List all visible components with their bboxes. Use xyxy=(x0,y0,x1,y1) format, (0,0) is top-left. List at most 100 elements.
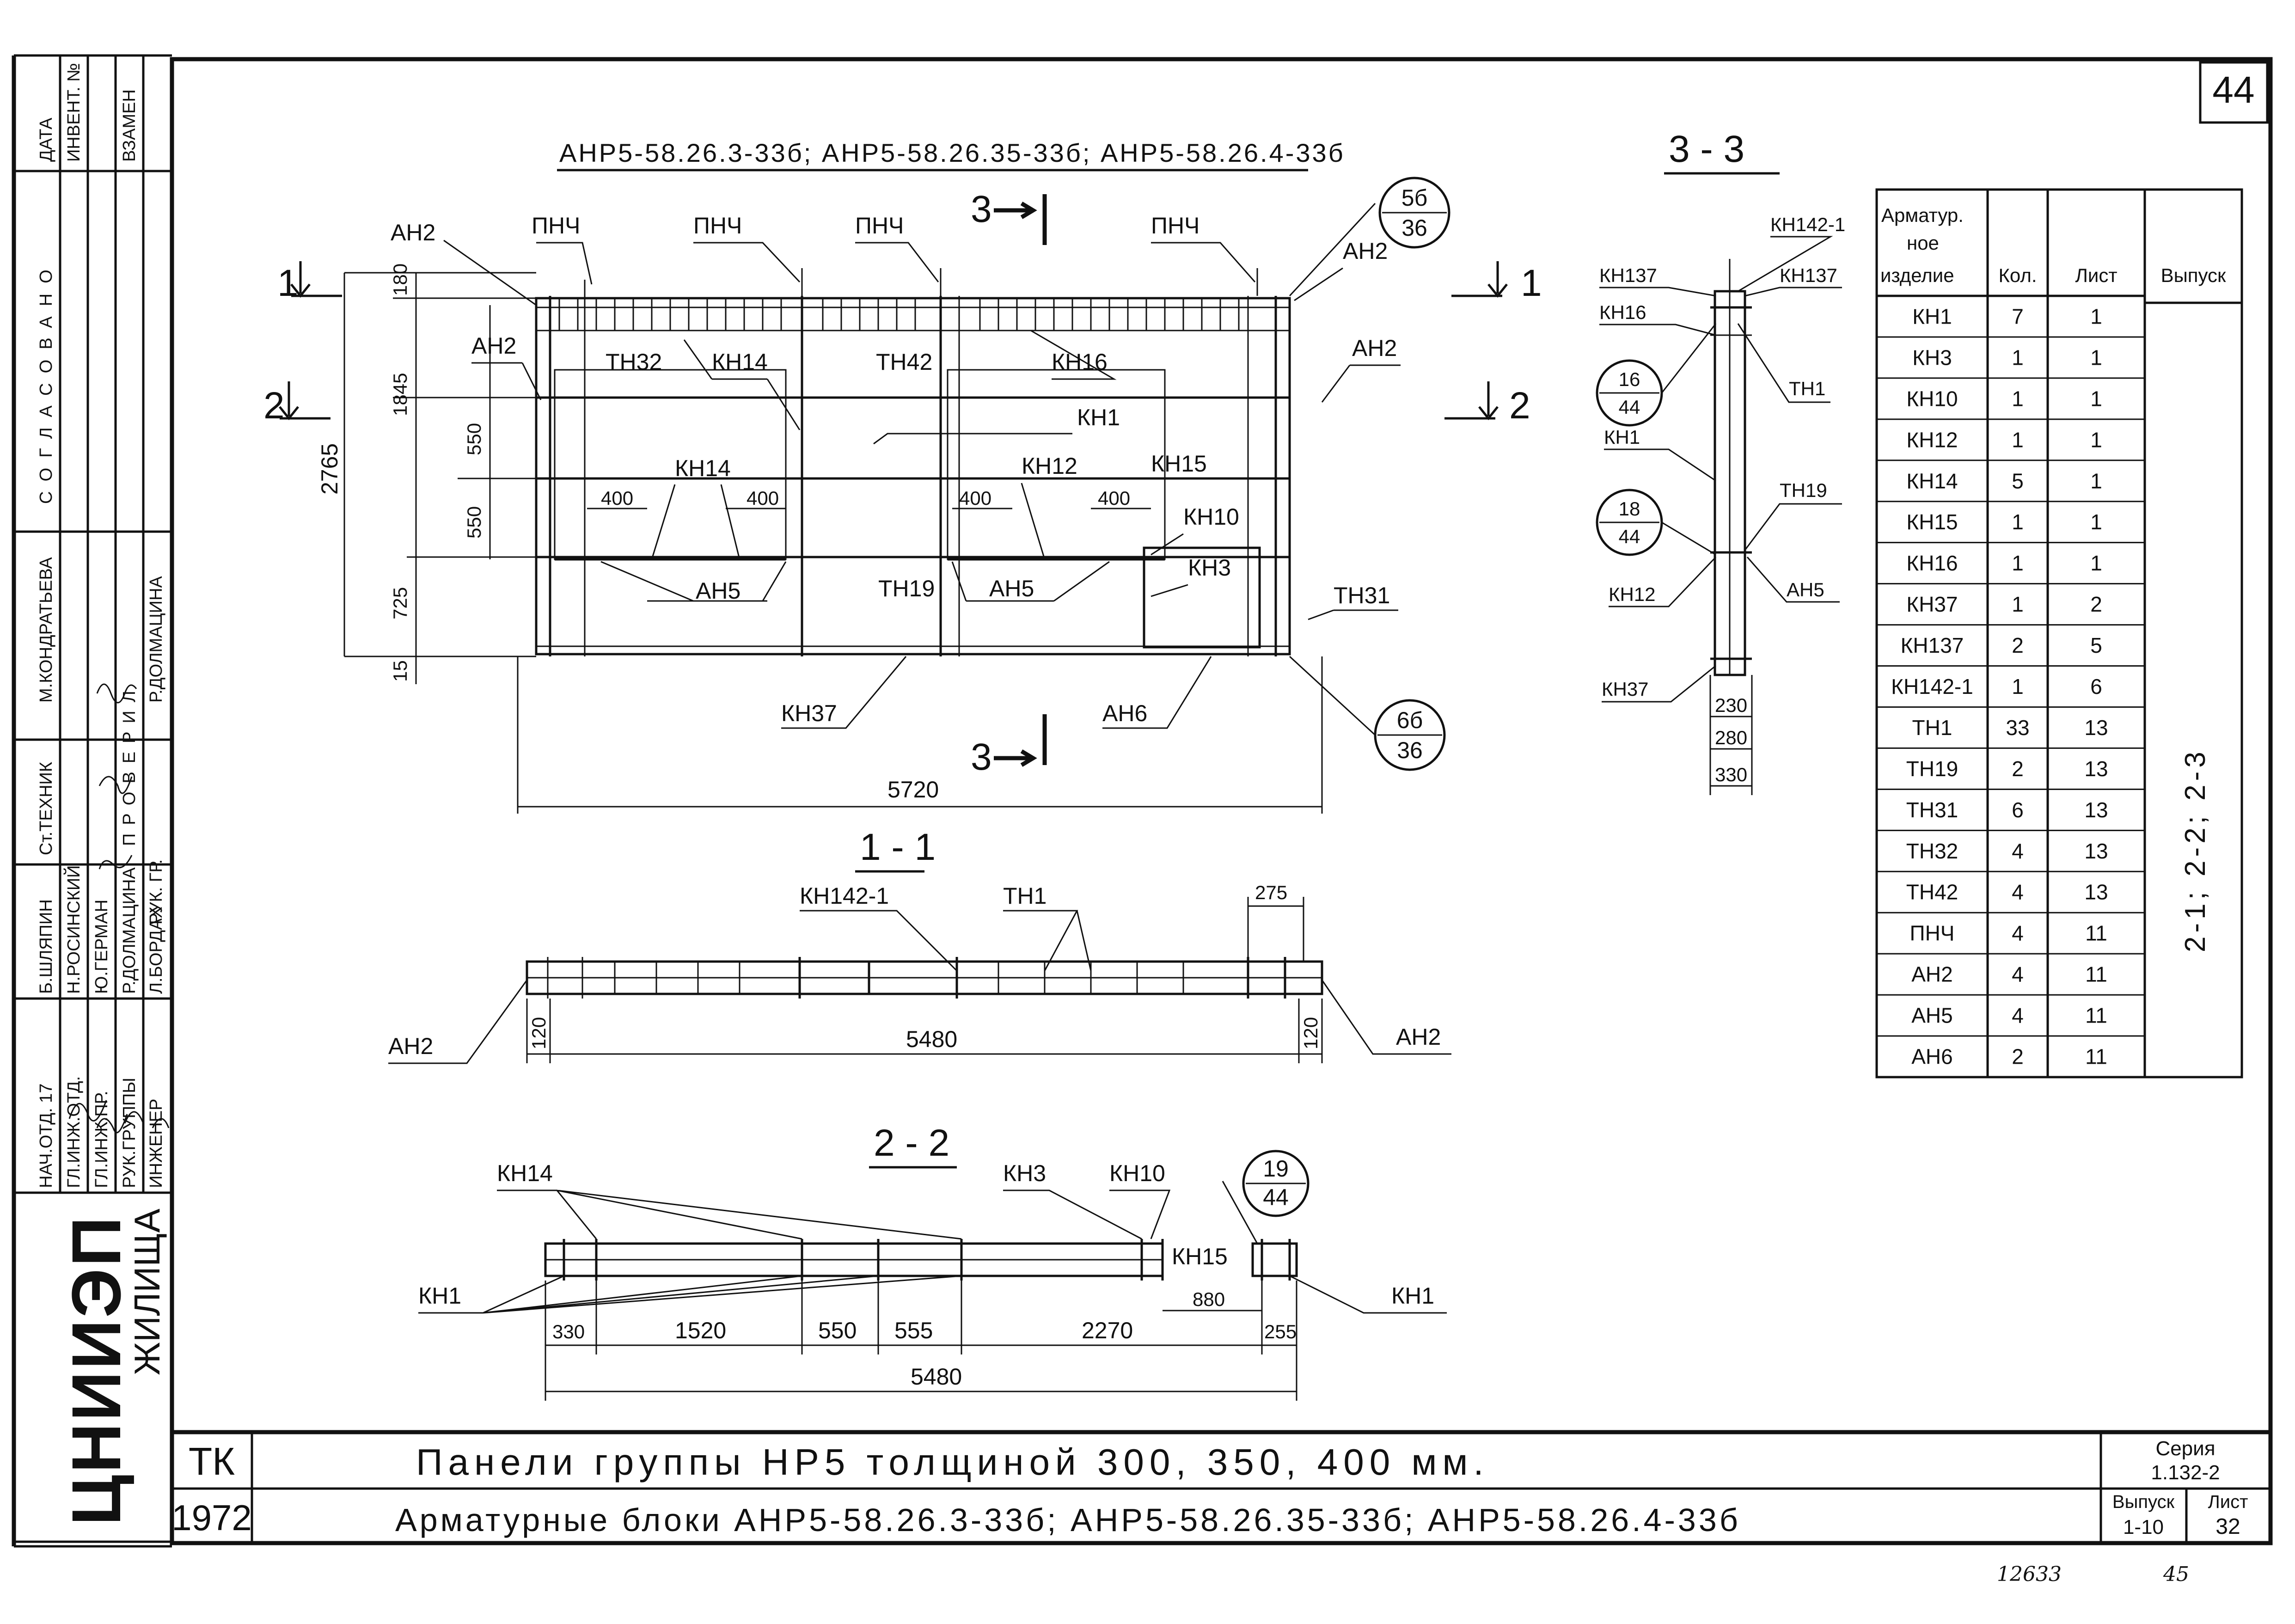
role-nach-otd: НАЧ.ОТД. 17 xyxy=(37,1084,56,1188)
cut-2-left: 2 xyxy=(263,385,285,427)
spec-cell-qty: 1 xyxy=(2012,345,2024,369)
sheet-number: 44 xyxy=(2212,69,2254,111)
section-2-2: 2 - 2 КН14 КН3 КН10 КН15 19 44 КН1 КН1 xyxy=(418,1122,1447,1401)
label-kondrateva: М.КОНДРАТЬЕВА xyxy=(37,557,56,703)
spec-cell-sheet: 1 xyxy=(2090,469,2102,493)
label-th42: ТН42 xyxy=(876,349,932,375)
label-kh12: КН12 xyxy=(1022,453,1077,479)
callout-2-bottom: 36 xyxy=(1397,737,1423,763)
label-kh1-s22-right: КН1 xyxy=(1391,1283,1434,1309)
cut-3-top: 3 xyxy=(971,188,992,230)
spec-cell-qty: 4 xyxy=(2012,921,2024,945)
dim-1845: 1845 xyxy=(389,373,411,416)
label-dolmatsina-top: Р.ДОЛМАЦИНА xyxy=(147,576,166,703)
label-ruk-gr: РУК. ГР. xyxy=(147,859,166,925)
spec-cell-name: ПНЧ xyxy=(1910,921,1955,945)
dim-550-a: 550 xyxy=(463,423,485,455)
spec-cell-name: ТН1 xyxy=(1912,716,1952,740)
dim-230: 230 xyxy=(1715,694,1747,716)
dim-15: 15 xyxy=(389,660,411,682)
dim-120-left: 120 xyxy=(528,1017,550,1049)
cut-1-right: 1 xyxy=(1521,262,1542,304)
dim-330-s33: 330 xyxy=(1715,764,1747,785)
spec-cell-sheet: 1 xyxy=(2090,551,2102,575)
label-zhilishcha: ЖИЛИЩА xyxy=(127,1209,167,1375)
dim-180: 180 xyxy=(389,264,411,296)
dim-255: 255 xyxy=(1264,1321,1297,1342)
organization-logo: ЦНИИЭП xyxy=(57,1215,135,1526)
spec-cell-name: КН137 xyxy=(1901,633,1964,657)
section-2-2-title: 2 - 2 xyxy=(874,1122,949,1164)
dim-5480-section11: 5480 xyxy=(906,1026,957,1052)
header-sheet: Лист xyxy=(2075,264,2117,286)
dim-330-s22: 330 xyxy=(552,1321,585,1342)
spec-cell-sheet: 6 xyxy=(2090,674,2102,699)
spec-cell-qty: 2 xyxy=(2012,1045,2024,1069)
name-shlyapin: Б.ШЛЯПИН xyxy=(37,899,56,994)
header-item-1: Арматур. xyxy=(1881,204,1964,226)
spec-cell-name: АН5 xyxy=(1911,1004,1952,1028)
spec-cell-qty: 33 xyxy=(2006,716,2029,740)
dim-400-4: 400 xyxy=(1098,487,1130,509)
sheet-number-box: 44 xyxy=(2199,61,2269,124)
title-line-1: Панели группы НР5 толщиной 300, 350, 400… xyxy=(416,1441,1489,1483)
spec-cell-qty: 1 xyxy=(2012,510,2024,534)
label-pnch-4: ПНЧ xyxy=(1151,213,1200,239)
label-ah2-mid-left: АН2 xyxy=(471,333,516,359)
dim-275: 275 xyxy=(1255,882,1287,903)
section-3-3-title: 3 - 3 xyxy=(1669,128,1744,170)
label-pnch-3: ПНЧ xyxy=(855,213,904,239)
section-1-1: 1 - 1 КН142-1 ТН1 275 АН2 АН2 xyxy=(388,826,1451,1064)
callout-1-bottom: 36 xyxy=(1401,215,1427,241)
label-proveril: ПРОВЕРИЛ xyxy=(120,682,139,846)
header-item-2: ное xyxy=(1907,232,1939,254)
spec-cell-name: КН15 xyxy=(1906,510,1958,534)
spec-cell-qty: 5 xyxy=(2012,469,2024,493)
label-th1-s33: ТН1 xyxy=(1789,378,1825,399)
spec-cell-sheet: 1 xyxy=(2090,428,2102,452)
handwritten-number-right: 45 xyxy=(2163,1563,2189,1586)
spec-cell-sheet: 13 xyxy=(2084,716,2108,740)
spec-cell-sheet: 1 xyxy=(2090,510,2102,534)
spec-cell-sheet: 13 xyxy=(2084,880,2108,904)
cut-2-right: 2 xyxy=(1509,385,1530,427)
spec-cell-sheet: 11 xyxy=(2085,1045,2107,1069)
title-code: ТК xyxy=(189,1440,235,1483)
spec-cell-sheet: 1 xyxy=(2090,386,2102,411)
left-stamp-block: ДАТА ИНВЕНТ. № ВЗАМЕН СОГЛАСОВАНО М.КОНД… xyxy=(14,55,172,1543)
dim-5480-s22: 5480 xyxy=(911,1364,962,1390)
spec-cell-sheet: 13 xyxy=(2084,839,2108,863)
spec-cell-qty: 4 xyxy=(2012,962,2024,987)
callout-s22-top: 19 xyxy=(1263,1156,1289,1182)
spec-cell-name: КН37 xyxy=(1906,592,1958,616)
spec-cell-sheet: 11 xyxy=(2085,1004,2107,1028)
spec-cell-qty: 1 xyxy=(2012,386,2024,411)
label-kh14-s22: КН14 xyxy=(497,1160,553,1186)
issue-value: 2-1; 2-2; 2-3 xyxy=(2179,748,2211,952)
callout-s22-bottom: 44 xyxy=(1263,1184,1289,1210)
label-soglasovano: СОГЛАСОВАНО xyxy=(37,259,56,504)
label-kh1-s22-left: КН1 xyxy=(418,1283,461,1309)
spec-cell-name: КН12 xyxy=(1906,428,1958,452)
spec-cell-qty: 1 xyxy=(2012,592,2024,616)
label-kh10-s22: КН10 xyxy=(1109,1160,1165,1186)
spec-cell-name: КН16 xyxy=(1906,551,1958,575)
spec-cell-sheet: 1 xyxy=(2090,304,2102,328)
dim-400-3: 400 xyxy=(959,487,991,509)
label-ah2-11-right: АН2 xyxy=(1396,1024,1441,1050)
label-kh10: КН10 xyxy=(1183,504,1239,530)
name-rosinskiy: Н.РОСИНСКИЙ xyxy=(63,865,84,994)
label-th32: ТН32 xyxy=(606,349,662,375)
dim-400-2: 400 xyxy=(747,487,779,509)
vypusk-label: Выпуск xyxy=(2112,1492,2175,1512)
callout-s33-a-top: 16 xyxy=(1619,368,1640,390)
list-label: Лист xyxy=(2208,1492,2248,1512)
role-gl-inzh-otd: ГЛ.ИНЖ.ОТД. xyxy=(64,1076,84,1188)
role-inzhener: ИНЖЕНЕР xyxy=(147,1099,166,1188)
label-kh12-s33: КН12 xyxy=(1609,583,1656,605)
spec-cell-qty: 1 xyxy=(2012,428,2024,452)
spec-cell-qty: 1 xyxy=(2012,674,2024,699)
header-qty: Кол. xyxy=(1998,264,2037,286)
name-bordakh: Л.БОРДАХ xyxy=(147,907,166,994)
